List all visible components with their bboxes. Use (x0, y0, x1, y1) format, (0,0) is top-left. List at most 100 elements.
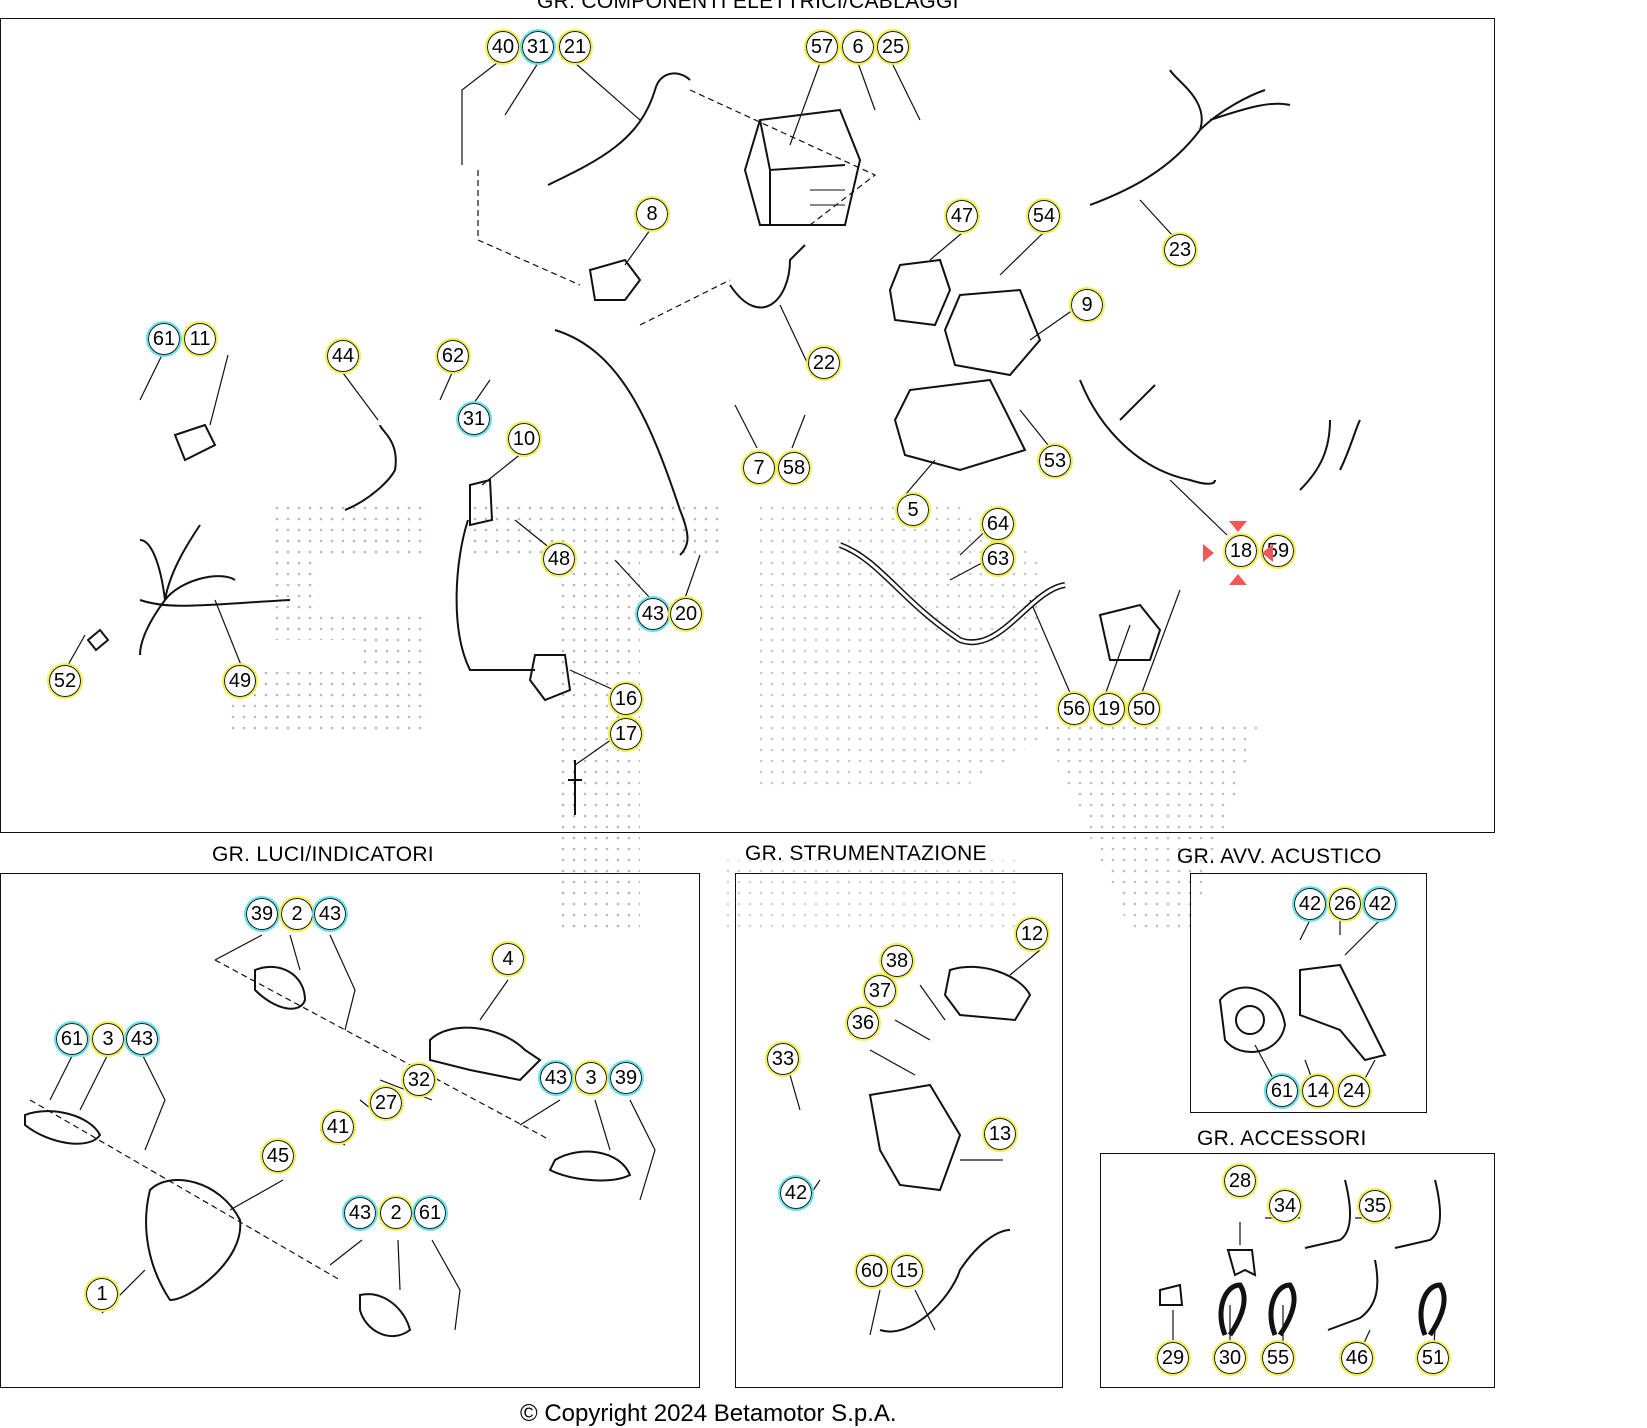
callout-23[interactable]: 23 (1162, 232, 1198, 268)
callout-28[interactable]: 28 (1222, 1163, 1258, 1199)
callout-55[interactable]: 55 (1260, 1340, 1296, 1376)
sensor-52 (86, 628, 110, 652)
callout-42-i[interactable]: 42 (778, 1175, 814, 1211)
speedometer-12 (943, 965, 1032, 1022)
callout-61[interactable]: 61 (146, 321, 182, 357)
ground-cable-20 (554, 329, 689, 556)
callout-25[interactable]: 25 (875, 29, 911, 65)
rear-indicator-left (359, 1293, 412, 1337)
callout-15[interactable]: 15 (889, 1253, 925, 1289)
callout-33[interactable]: 33 (765, 1041, 801, 1077)
callout-5[interactable]: 5 (895, 492, 931, 528)
callout-26[interactable]: 26 (1327, 886, 1363, 922)
callout-20[interactable]: 20 (668, 596, 704, 632)
callout-22[interactable]: 22 (806, 345, 842, 381)
clamp-30 (1218, 1282, 1247, 1337)
callout-17[interactable]: 17 (608, 716, 644, 752)
hose-56 (838, 542, 1066, 646)
electrical-panel (0, 18, 1495, 833)
callout-37[interactable]: 37 (862, 973, 898, 1009)
callout-3b[interactable]: 3 (573, 1060, 609, 1096)
callout-61-l[interactable]: 61 (54, 1021, 90, 1057)
callout-50[interactable]: 50 (1126, 691, 1162, 727)
callout-54[interactable]: 54 (1026, 198, 1062, 234)
callout-56[interactable]: 56 (1056, 691, 1092, 727)
callout-59[interactable]: 59 (1260, 533, 1296, 569)
callout-42-h1[interactable]: 42 (1292, 886, 1328, 922)
callout-61-l2[interactable]: 61 (412, 1195, 448, 1231)
callout-16[interactable]: 16 (608, 681, 644, 717)
group-title-instruments: GR. STRUMENTAZIONE (745, 842, 987, 865)
callout-7[interactable]: 7 (741, 450, 777, 486)
callout-43[interactable]: 43 (635, 596, 671, 632)
callout-61-h[interactable]: 61 (1264, 1073, 1300, 1109)
callout-12[interactable]: 12 (1014, 916, 1050, 952)
horn-14 (1218, 986, 1287, 1053)
callout-13[interactable]: 13 (982, 1116, 1018, 1152)
callout-53[interactable]: 53 (1037, 443, 1073, 479)
callout-6[interactable]: 6 (840, 29, 876, 65)
callout-49[interactable]: 49 (222, 663, 258, 699)
bracket-5 (893, 378, 1027, 472)
callout-60[interactable]: 60 (854, 1253, 890, 1289)
callout-4[interactable]: 4 (490, 941, 526, 977)
callout-34[interactable]: 34 (1267, 1188, 1303, 1224)
callout-43-l1[interactable]: 43 (312, 896, 348, 932)
callout-14[interactable]: 14 (1300, 1073, 1336, 1109)
callout-44[interactable]: 44 (325, 338, 361, 374)
callout-31b[interactable]: 31 (456, 401, 492, 437)
callout-51[interactable]: 51 (1415, 1340, 1451, 1376)
callout-48[interactable]: 48 (541, 541, 577, 577)
callout-19[interactable]: 19 (1091, 691, 1127, 727)
callout-30[interactable]: 30 (1212, 1340, 1248, 1376)
callout-32[interactable]: 32 (401, 1062, 437, 1098)
front-indicator-left (24, 1110, 102, 1145)
callout-10[interactable]: 10 (506, 421, 542, 457)
callout-52[interactable]: 52 (47, 663, 83, 699)
callout-58[interactable]: 58 (776, 450, 812, 486)
callout-29[interactable]: 29 (1155, 1340, 1191, 1376)
tie-46 (1327, 1259, 1379, 1331)
callout-36[interactable]: 36 (845, 1005, 881, 1041)
callout-21[interactable]: 21 (557, 29, 593, 65)
accessories-panel (1100, 1153, 1495, 1388)
callout-43-l3[interactable]: 43 (538, 1060, 574, 1096)
callout-41[interactable]: 41 (320, 1109, 356, 1145)
callout-40[interactable]: 40 (485, 29, 521, 65)
callout-11[interactable]: 11 (182, 321, 218, 357)
callout-8[interactable]: 8 (634, 196, 670, 232)
callout-1[interactable]: 1 (84, 1276, 120, 1312)
lights-panel (0, 873, 700, 1388)
cable-clip-28 (1226, 1249, 1257, 1277)
callout-46[interactable]: 46 (1339, 1340, 1375, 1376)
callout-39b[interactable]: 39 (608, 1060, 644, 1096)
callout-39[interactable]: 39 (244, 896, 280, 932)
callout-42-h2[interactable]: 42 (1362, 886, 1398, 922)
tie-35 (1394, 1179, 1441, 1249)
callout-62[interactable]: 62 (435, 338, 471, 374)
callout-2b[interactable]: 2 (378, 1195, 414, 1231)
speed-cable-15 (879, 1229, 1011, 1333)
callout-38[interactable]: 38 (879, 943, 915, 979)
harness-18 (1079, 379, 1216, 485)
callout-31[interactable]: 31 (520, 29, 556, 65)
callout-43-l2[interactable]: 43 (124, 1021, 160, 1057)
callout-47[interactable]: 47 (944, 198, 980, 234)
callout-18[interactable]: 18 (1223, 533, 1259, 569)
callout-57[interactable]: 57 (804, 29, 840, 65)
callout-63[interactable]: 63 (980, 541, 1016, 577)
callout-45[interactable]: 45 (260, 1138, 296, 1174)
callout-64[interactable]: 64 (980, 506, 1016, 542)
callout-43-l4[interactable]: 43 (342, 1195, 378, 1231)
callout-9[interactable]: 9 (1069, 287, 1105, 323)
callout-35[interactable]: 35 (1357, 1188, 1393, 1224)
callout-27[interactable]: 27 (368, 1085, 404, 1121)
callout-3[interactable]: 3 (90, 1021, 126, 1057)
regulator-19 (1098, 603, 1162, 661)
callout-24[interactable]: 24 (1336, 1073, 1372, 1109)
group-title-accessories: GR. ACCESSORI (1197, 1127, 1367, 1150)
horn-panel (1190, 873, 1427, 1113)
callout-2[interactable]: 2 (279, 896, 315, 932)
